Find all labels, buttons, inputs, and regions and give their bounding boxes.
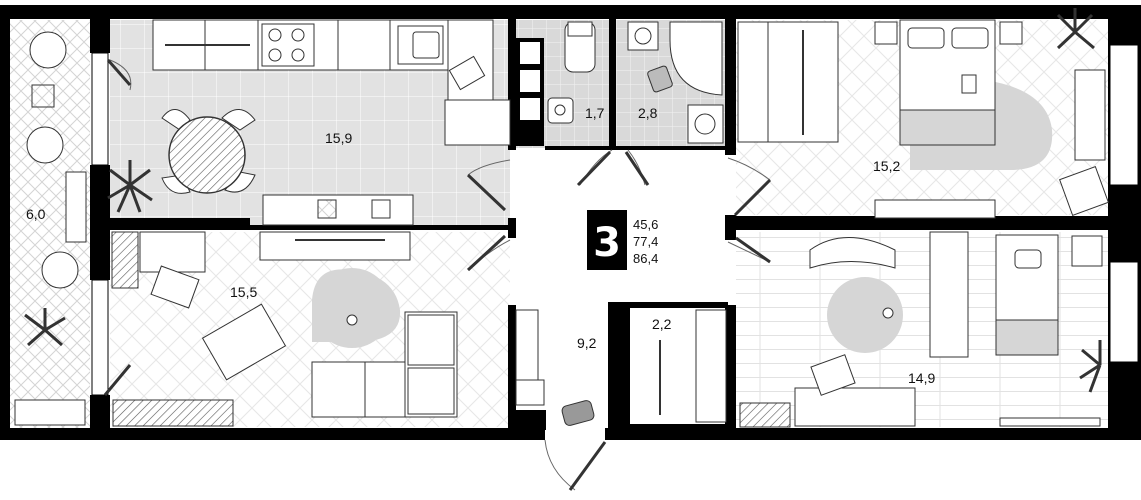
wardrobe-furniture: [515, 309, 727, 426]
windows: [91, 44, 1139, 396]
kitchen-bench: [259, 194, 414, 261]
sofa-icon: [111, 231, 458, 427]
room-label-bathroom: 2,8: [638, 105, 658, 121]
area-total: 77,4: [633, 234, 658, 249]
summary-badge: 3 45,6 77,4 86,4: [587, 210, 658, 270]
room-label-living: 15,5: [230, 284, 257, 300]
rooms-count: 3: [593, 220, 621, 266]
bed-icon: [737, 19, 1109, 219]
room-label-wardrobe: 2,2: [652, 316, 672, 332]
room-label-bedroom-main: 15,2: [873, 158, 900, 174]
room-label-balcony: 6,0: [26, 206, 46, 222]
doors: [103, 59, 772, 491]
second-bedroom-furniture: [739, 231, 1103, 428]
kitchen-counter: [152, 19, 511, 146]
room-label-toilet: 1,7: [585, 105, 605, 121]
room-label-bedroom-second: 14,9: [908, 370, 935, 386]
area-with-balcony: 86,4: [633, 251, 658, 266]
bathroom-fixtures: [547, 21, 724, 144]
room-label-hallway: 9,2: [577, 335, 597, 351]
table-icon: [161, 109, 256, 194]
area-living: 45,6: [633, 217, 658, 232]
room-label-kitchen: 15,9: [325, 130, 352, 146]
plant-icon: [24, 8, 1102, 393]
armchair-icon: [14, 31, 87, 426]
